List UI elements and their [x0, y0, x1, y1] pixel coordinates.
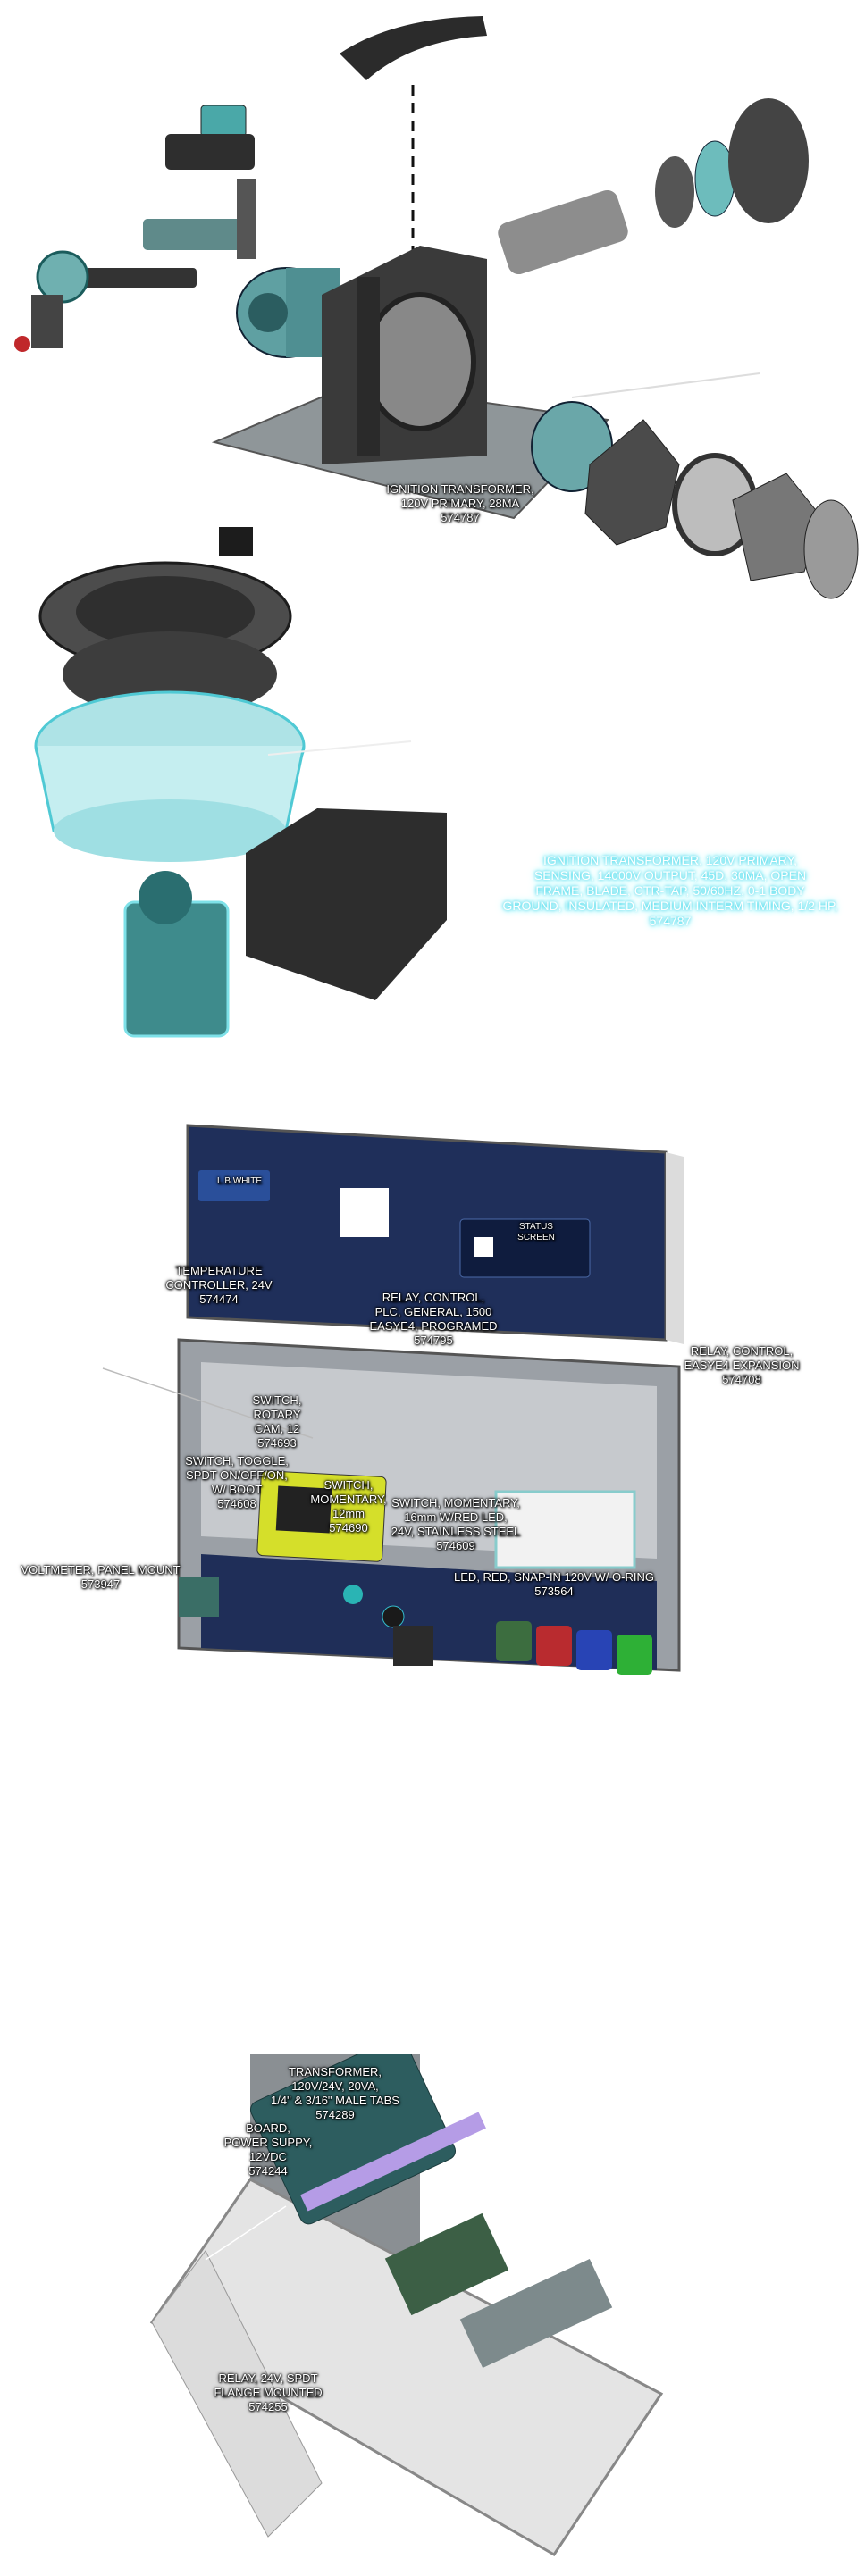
panel-buttons	[179, 1577, 652, 1675]
label-switch-rotary-cam: SWITCH, ROTARY CAM, 12 574693	[252, 1393, 302, 1450]
mounting-plates	[584, 419, 859, 599]
ignition-transformer-part	[219, 527, 253, 556]
panel-brand: L.B.WHITE	[216, 1176, 262, 1186]
status-screen-text: STATUS SCREEN	[517, 1222, 555, 1242]
panel-enclosure	[177, 1338, 681, 1672]
control-panel-view	[102, 1124, 684, 1675]
burner-exploded-view	[14, 16, 859, 1038]
label-voltmeter: VOLTMETER, PANEL MOUNT 573947	[21, 1563, 181, 1591]
label-ignition-transformer: IGNITION TRANSFORMER, 120V PRIMARY, 28MA…	[386, 482, 534, 524]
label-transformer: TRANSFORMER, 120V/24V, 20VA, 1/4" & 3/16…	[271, 2065, 399, 2121]
gas-train	[14, 105, 256, 352]
curved-duct	[340, 16, 487, 80]
glow-note: IGNITION TRANSFORMER, 120V PRIMARY, SENS…	[502, 853, 838, 928]
fan-assembly	[34, 561, 447, 1038]
label-led-red: LED, RED, SNAP-IN 120V W/ O-RING 573564	[454, 1570, 654, 1598]
panel-cover	[186, 1124, 684, 1344]
label-switch-momentary-16mm: SWITCH, MOMENTARY, 16mm W/RED LED, 24V, …	[391, 1496, 521, 1552]
label-switch-momentary-12mm: SWITCH, MOMENTARY, 12mm 574690	[310, 1478, 387, 1535]
label-relay-24v: RELAY, 24V, SPDT FLANGE MOUNTED 574255	[214, 2371, 323, 2413]
burner-housing	[211, 246, 610, 520]
enclosure-box	[149, 2054, 664, 2557]
enclosure-internal-view	[149, 2054, 664, 2557]
label-relay-control-plc: RELAY, CONTROL, PLC, GENERAL, 1500 EASYE…	[369, 1291, 498, 1347]
label-board-power-supply: BOARD, POWER SUPPY, 12VDC 574244	[223, 2121, 313, 2178]
label-switch-toggle: SWITCH, TOGGLE, SPDT ON/OFF/ON, W/ BOOT …	[185, 1454, 289, 1510]
label-relay-control-expansion: RELAY, CONTROL, EASYE4 EXPANSION 574708	[684, 1344, 800, 1386]
combustion-tube	[498, 98, 809, 275]
label-temperature-controller: TEMPERATURE CONTROLLER, 24V 574474	[165, 1264, 273, 1306]
